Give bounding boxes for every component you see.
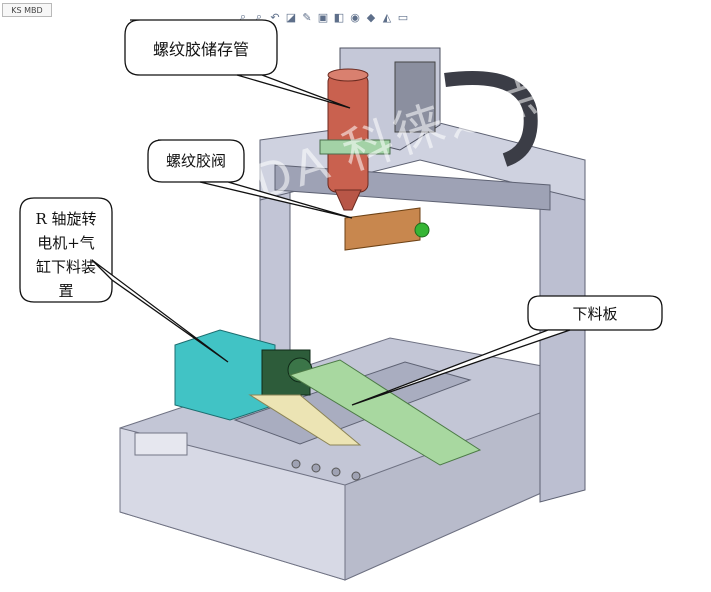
- callout-r-axis-line-2: 电机+气: [37, 234, 95, 252]
- glue-valve: [344, 207, 421, 251]
- display-style-icon[interactable]: ◧: [333, 10, 345, 24]
- right-column: [539, 159, 586, 503]
- view-settings-icon[interactable]: ▭: [397, 10, 409, 24]
- callout-storage-label: 螺纹胶储存管: [152, 40, 249, 59]
- edit-appearance-icon[interactable]: ◆: [366, 10, 376, 24]
- callout-r-axis-label: R 轴旋转 电机+气 缸下料装 置: [22, 207, 110, 303]
- zoom-area-icon[interactable]: ⌕: [255, 10, 263, 23]
- panel-button-2: [311, 463, 321, 473]
- panel-button-1: [291, 459, 301, 469]
- callout-r-axis-line-4: 置: [58, 282, 74, 300]
- r-axis-motor-block: [174, 329, 276, 421]
- panel-button-4: [351, 471, 361, 481]
- apply-scene-icon[interactable]: ◭: [382, 10, 392, 24]
- callout-r-axis-line-3: 缸下料装: [35, 258, 96, 276]
- support-bracket: [248, 394, 362, 446]
- callout-plate-label: 下料板: [572, 305, 618, 323]
- hide-show-icon[interactable]: ◉: [350, 10, 360, 24]
- zoom-fit-icon[interactable]: ⌕: [239, 10, 247, 23]
- tab-ks-mbd[interactable]: KS MBD: [2, 3, 52, 17]
- glue-tube-top: [327, 68, 369, 82]
- callout-valve-label: 螺纹胶阀: [165, 152, 226, 170]
- callout-r-axis-line-1: R 轴旋转: [35, 210, 97, 228]
- view-orientation-icon[interactable]: ▣: [317, 10, 329, 24]
- discharge-plate: [288, 359, 482, 466]
- base-display-window: [134, 432, 188, 456]
- panel-button-3: [331, 467, 341, 477]
- section-view-icon[interactable]: ◪: [285, 10, 297, 24]
- heads-up-view-toolbar: ⌕ ⌕ ↶ ◪ ✎ ▣ ◧ ◉ ◆ ◭ ▭: [236, 8, 410, 28]
- dynamic-annotation-icon[interactable]: ✎: [302, 10, 312, 24]
- cable-chain: [444, 71, 538, 167]
- z-axis-motor-plate: [394, 61, 436, 133]
- tube-clamp: [319, 139, 391, 155]
- valve-fitting: [414, 222, 430, 238]
- previous-view-icon[interactable]: ↶: [270, 10, 280, 24]
